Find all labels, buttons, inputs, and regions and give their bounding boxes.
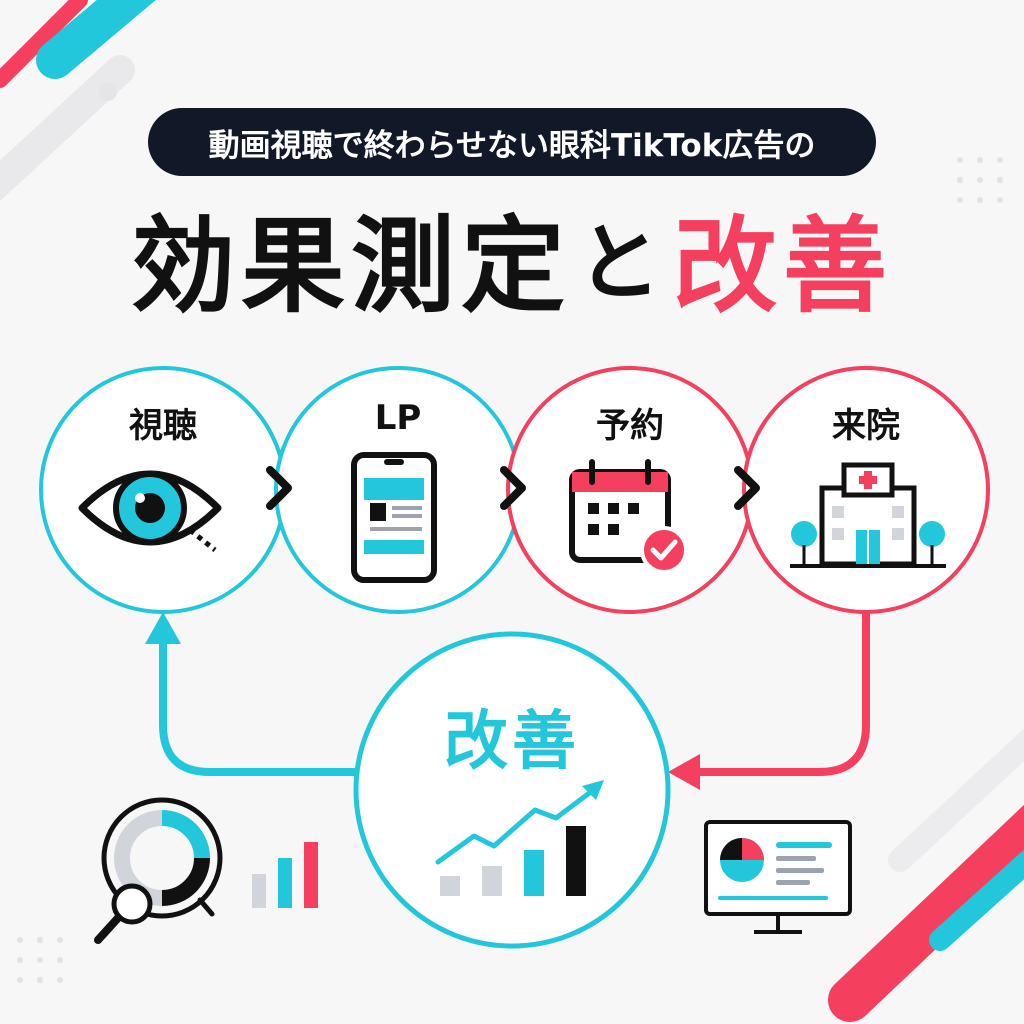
return-arrow-head <box>145 612 181 644</box>
title-join: と <box>576 213 667 312</box>
step-label-booking: 予約 <box>596 406 664 446</box>
step-label-visit: 来院 <box>832 406 900 446</box>
growth-chart-icon <box>435 780 604 896</box>
chevron-right-icon <box>266 466 292 510</box>
main-title: 効果測定 と 改善 <box>0 196 1024 327</box>
monitor-dashboard-icon <box>704 820 852 934</box>
bottom-right-stripes <box>828 728 1024 1022</box>
eye-icon <box>78 470 222 552</box>
hospital-icon <box>790 462 946 568</box>
top-left-stripes <box>0 0 156 202</box>
calendar-check-icon <box>569 459 688 574</box>
feedback-arrow-line <box>700 612 870 776</box>
step-label-lp: LP <box>374 398 422 438</box>
step-label-view: 視聴 <box>129 406 197 446</box>
improvement-circle <box>353 631 671 949</box>
title-measurement: 効果測定 <box>130 204 571 327</box>
dot-pattern <box>17 157 1003 983</box>
return-arrow-line <box>159 640 362 776</box>
magnifier-donut-chart-icon <box>94 797 223 944</box>
chevron-right-icon <box>734 466 760 510</box>
subtitle-text: 動画視聴で終わらせない眼科TikTok広告の <box>208 127 816 164</box>
title-improvement: 改善 <box>673 204 894 327</box>
smartphone-icon <box>351 452 437 583</box>
subtitle-pill: 動画視聴で終わらせない眼科TikTok広告の <box>148 108 876 176</box>
feedback-arrow-head <box>668 754 700 790</box>
improvement-label: 改善 <box>444 705 580 779</box>
bar-chart-icon <box>252 842 318 908</box>
chevron-right-icon <box>500 466 526 510</box>
